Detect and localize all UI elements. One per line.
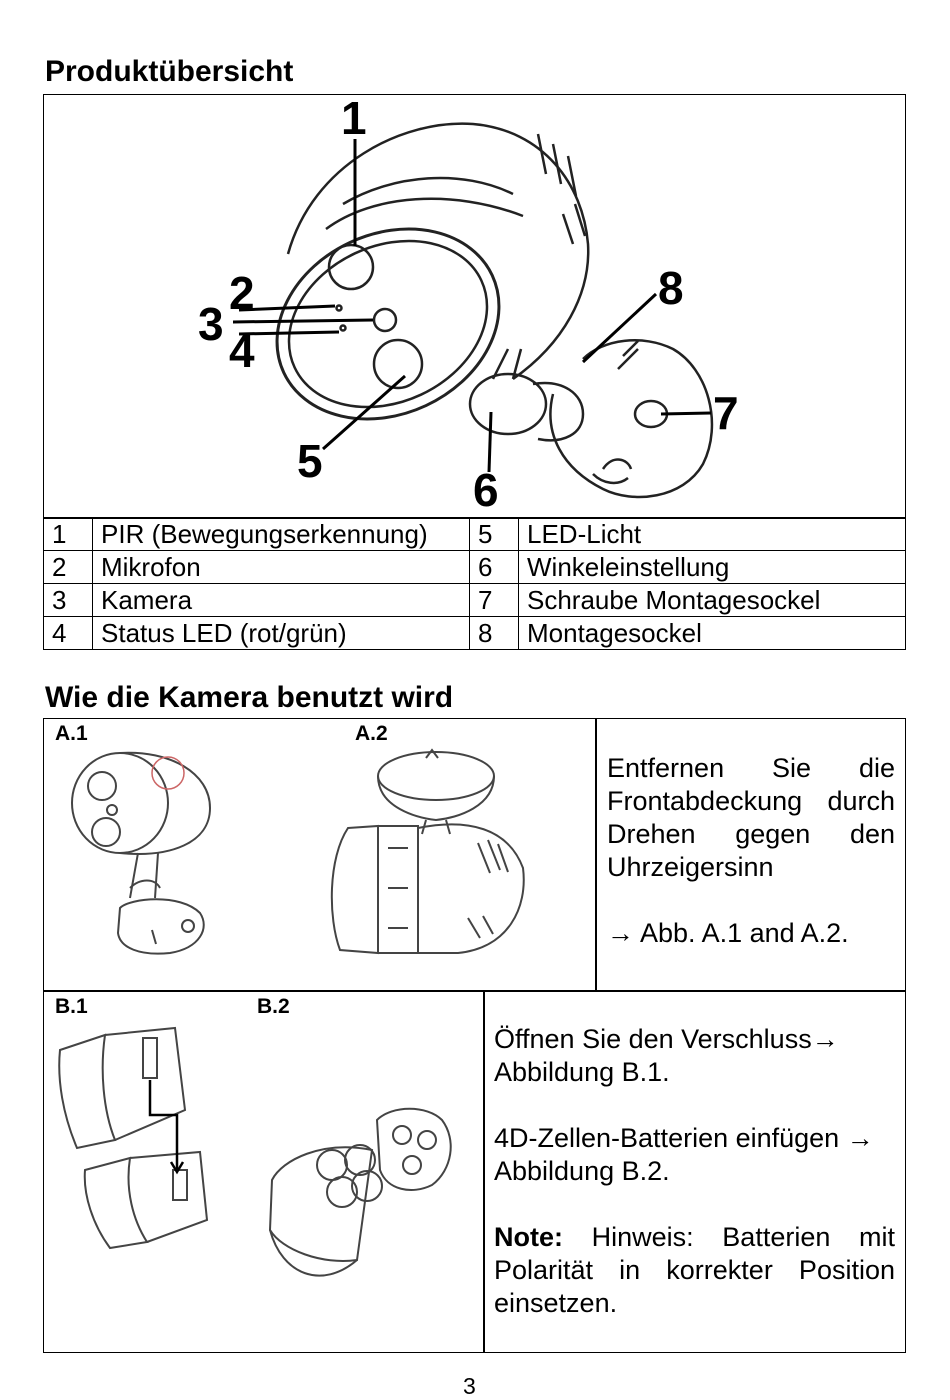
panel-a-text-1: Entfernen Sie die Frontabdeckung durch D… (607, 753, 895, 882)
callout-2: 2 (229, 267, 255, 319)
panel-b-step-1-ref: Abbildung B.1. (494, 1057, 670, 1087)
panel-b-text-cell (483, 990, 906, 1353)
legend-label: Schraube Montagesockel (518, 583, 906, 617)
panel-b-step-2: 4D-Zellen-Batterien einfügen → (494, 1122, 895, 1155)
figure-a1-illustration (71, 751, 212, 955)
panel-a-ref: Abb. A.1 and A.2. (640, 918, 849, 948)
callout-6: 6 (473, 464, 499, 516)
page-number: 3 (463, 1373, 476, 1399)
legend-number: 5 (469, 517, 519, 551)
callout-1: 1 (341, 94, 367, 144)
figure-a2-illustration (330, 748, 525, 955)
figure-label-a2: A.2 (355, 722, 388, 745)
section-title-product-overview: Produktübersicht (45, 55, 294, 88)
panel-a-images (43, 718, 597, 992)
section-title-how-to-use: Wie die Kamera benutzt wird (45, 681, 454, 714)
panel-b-instructions: Öffnen Sie den Verschluss→ Abbildung B.1… (494, 1023, 895, 1320)
arrow-right-icon: → (811, 1024, 839, 1054)
legend-label: Kamera (92, 583, 470, 617)
legend-label: Winkeleinstellung (518, 550, 906, 584)
note-text: Hinweis: Batterien mit Polarität in korr… (494, 1222, 895, 1318)
panel-a-instructions: Entfernen Sie die Frontabdeckung durch D… (607, 752, 895, 950)
panel-a-text-cell (595, 718, 906, 992)
callout-3: 3 (198, 298, 224, 350)
legend-row: 4 Status LED (rot/grün) 8 Montagesockel (43, 616, 906, 650)
legend-number: 4 (43, 616, 93, 650)
figure-label-b2: B.2 (257, 995, 290, 1018)
legend-label: Status LED (rot/grün) (92, 616, 470, 650)
panel-b-images (43, 990, 485, 1353)
figure-label-b1: B.1 (55, 995, 88, 1018)
legend-row: 1 PIR (Bewegungserkennung) 5 LED-Licht (43, 517, 906, 551)
legend-row: 3 Kamera 7 Schraube Montagesockel (43, 583, 906, 617)
arrow-right-icon: → (607, 918, 634, 948)
legend-number: 7 (469, 583, 519, 617)
legend-label: Montagesockel (518, 616, 906, 650)
legend-number: 6 (469, 550, 519, 584)
arrow-right-icon: → (846, 1123, 874, 1153)
callout-5: 5 (297, 435, 323, 487)
legend-label: PIR (Bewegungserkennung) (92, 517, 470, 551)
note-label: Note: (494, 1222, 563, 1252)
parts-legend-table: 1 PIR (Bewegungserkennung) 5 LED-Licht 2… (43, 517, 906, 650)
panel-b-step-1: Öffnen Sie den Verschluss→ (494, 1023, 895, 1056)
panel-b-note: Note: Hinweis: Batterien mit Polarität i… (494, 1221, 895, 1320)
step-2-text: 4D-Zellen-Batterien einfügen (494, 1123, 840, 1153)
legend-label: LED-Licht (518, 517, 906, 551)
figure-label-a1: A.1 (55, 722, 88, 745)
callout-7: 7 (713, 387, 739, 439)
legend-number: 2 (43, 550, 93, 584)
panel-b-step-2-ref: Abbildung B.2. (494, 1156, 670, 1186)
panel-a-text-2: → Abb. A.1 and A.2. (607, 917, 895, 950)
legend-number: 3 (43, 583, 93, 617)
legend-number: 1 (43, 517, 93, 551)
camera-illustration: 1 2 3 4 5 6 7 8 (198, 94, 739, 516)
legend-label: Mikrofon (92, 550, 470, 584)
step-1-text: Öffnen Sie den Verschluss (494, 1024, 812, 1054)
legend-row: 2 Mikrofon 6 Winkeleinstellung (43, 550, 906, 584)
legend-number: 8 (469, 616, 519, 650)
figure-b2-illustration (268, 1107, 452, 1277)
callout-4: 4 (229, 325, 255, 377)
figure-b1-illustration (58, 1026, 209, 1250)
callout-8: 8 (658, 262, 684, 314)
